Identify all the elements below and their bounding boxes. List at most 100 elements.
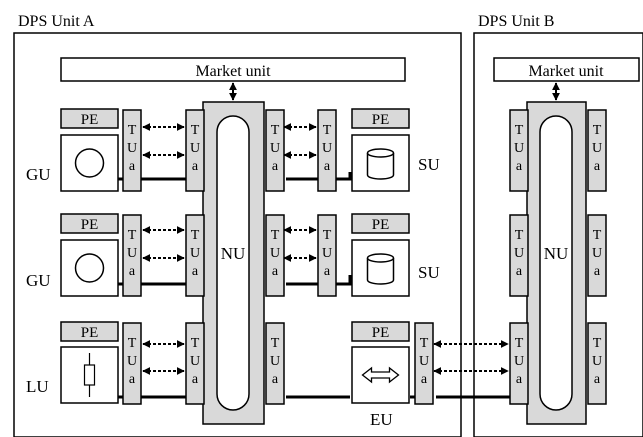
tua-letter-16-2: U: [592, 141, 602, 156]
market-unit-a: [60, 57, 406, 82]
tua-links: [142, 123, 509, 375]
tua-letter-15-1: T: [515, 336, 524, 351]
pe-label-5: PE: [372, 217, 390, 233]
tua-letter-8-3: a: [272, 264, 279, 279]
pe-box-6: [351, 321, 410, 342]
circle-icon: [74, 148, 105, 178]
network-unit-a-inner: [216, 115, 250, 411]
tua-letter-17-1: T: [593, 228, 602, 243]
unit-a-frame: [13, 32, 462, 437]
tua-letter-16-3: a: [594, 159, 601, 174]
tua-adapter-9: [265, 322, 285, 405]
tua-letter-12-1: T: [420, 336, 429, 351]
tua-letter-3-2: U: [127, 354, 137, 369]
su2-label: SU: [418, 263, 440, 282]
pe-box-3: [60, 321, 119, 342]
tua-adapter-1: [122, 109, 142, 192]
tua-letter-14-1: T: [515, 228, 524, 243]
eu-label: EU: [370, 410, 393, 429]
tua-adapter-3: [122, 322, 142, 405]
unit-b-frame: [473, 32, 643, 437]
pe-box-4: [351, 108, 410, 129]
tua-letter-5-2: U: [190, 246, 200, 261]
tua-adapter-17: [587, 214, 607, 297]
pe-label-2: PE: [81, 217, 99, 233]
tua-letter-7-3: a: [272, 159, 279, 174]
gu2-label: GU: [26, 271, 51, 290]
tua-adapter-8: [265, 214, 285, 297]
tua-letter-6-2: U: [190, 354, 200, 369]
bus-lines: [103, 165, 510, 399]
market-unit-a-label: Market unit: [195, 63, 271, 80]
tua-letter-12-3: a: [421, 372, 428, 387]
tua-letter-15-3: a: [516, 372, 523, 387]
cylinder-icon-top: [366, 148, 395, 158]
tua-letter-11-2: U: [322, 246, 332, 261]
tua-adapter-2: [122, 214, 142, 297]
tua-letter-6-3: a: [192, 372, 199, 387]
pe-label-1: PE: [81, 112, 99, 128]
pe-label-6: PE: [372, 325, 390, 341]
tua-letter-11-1: T: [323, 228, 332, 243]
market-unit-b-label: Market unit: [528, 63, 604, 80]
su1-label: SU: [418, 155, 440, 174]
gu1-label: GU: [26, 165, 51, 184]
tua-adapter-12: [414, 322, 434, 405]
tua-adapter-18: [587, 322, 607, 405]
tua-letter-1-2: U: [127, 141, 137, 156]
cylinder-icon-top: [366, 253, 395, 263]
tua-letter-16-1: T: [593, 123, 602, 138]
tua-letter-10-1: T: [323, 123, 332, 138]
tua-letter-18-3: a: [594, 372, 601, 387]
tua-adapter-6: [185, 322, 205, 405]
resistor-icon: [83, 364, 96, 386]
tua-letter-8-1: T: [271, 228, 280, 243]
tua-letter-9-1: T: [271, 336, 280, 351]
tua-letter-8-2: U: [270, 246, 280, 261]
tua-adapter-10: [317, 109, 337, 192]
pe-box-1: [60, 108, 119, 129]
market-unit-b: [493, 57, 640, 82]
tua-letter-4-3: a: [192, 159, 199, 174]
tua-letter-5-3: a: [192, 264, 199, 279]
unit-a-title: DPS Unit A: [18, 13, 95, 30]
bidirectional-arrow-icon: [361, 366, 400, 384]
tua-letter-3-3: a: [129, 372, 136, 387]
pe-box-2: [60, 213, 119, 234]
tua-letter-12-2: U: [419, 354, 429, 369]
tua-letter-14-2: U: [514, 246, 524, 261]
unit-b-title: DPS Unit B: [478, 13, 554, 30]
tua-letter-9-2: U: [270, 354, 280, 369]
tua-letter-5-1: T: [191, 228, 200, 243]
circle-icon: [74, 253, 105, 283]
tua-letter-3-1: T: [128, 336, 137, 351]
tua-letter-9-3: a: [272, 372, 279, 387]
tua-letter-18-2: U: [592, 354, 602, 369]
tua-letter-1-3: a: [129, 159, 136, 174]
tua-adapter-7: [265, 109, 285, 192]
tua-letter-4-1: T: [191, 123, 200, 138]
tua-letter-11-3: a: [324, 264, 331, 279]
tua-adapter-13: [509, 109, 529, 192]
tua-letter-13-2: U: [514, 141, 524, 156]
tua-adapter-15: [509, 322, 529, 405]
network-unit-a-label: NU: [221, 244, 246, 263]
tua-letter-13-3: a: [516, 159, 523, 174]
tua-adapter-4: [185, 109, 205, 192]
tua-letter-14-3: a: [516, 264, 523, 279]
cylinder-icon: [366, 258, 395, 285]
tua-letter-6-1: T: [191, 336, 200, 351]
tua-letter-2-2: U: [127, 246, 137, 261]
tua-letter-4-2: U: [190, 141, 200, 156]
tua-adapter-11: [317, 214, 337, 297]
pe-label-3: PE: [81, 325, 99, 341]
tua-adapter-5: [185, 214, 205, 297]
tua-letter-17-2: U: [592, 246, 602, 261]
tua-letter-18-1: T: [593, 336, 602, 351]
tua-letter-7-2: U: [270, 141, 280, 156]
tua-letter-2-3: a: [129, 264, 136, 279]
network-unit-b-label: NU: [544, 244, 569, 263]
tua-letter-10-2: U: [322, 141, 332, 156]
tua-adapter-16: [587, 109, 607, 192]
